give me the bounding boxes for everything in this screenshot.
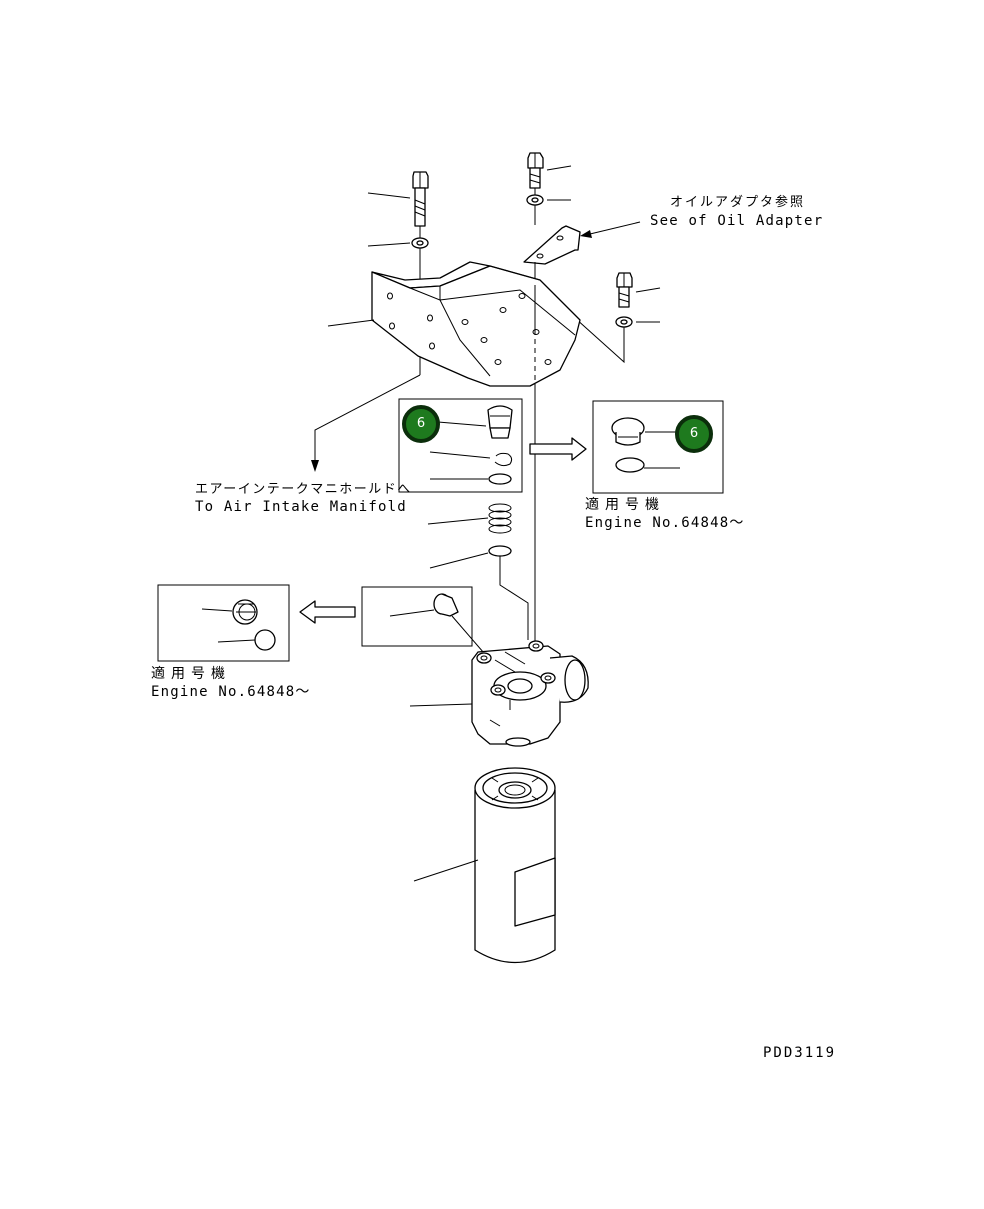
bolt-center [527, 152, 544, 189]
valve-disc [488, 545, 512, 557]
oil-adapter-label-en: See of Oil Adapter [650, 213, 824, 229]
oil-adapter-label-jp: オイルアダプタ参照 [670, 195, 806, 210]
plug-box-old [361, 586, 473, 647]
filter-cartridge [474, 767, 556, 964]
part-ref-badge-right: 6 [675, 415, 713, 453]
snap-ring [494, 452, 513, 467]
valve-parts-box-old [398, 398, 523, 493]
air-intake-label-jp: エアーインテークマニホールドへ [195, 482, 412, 497]
plug-box-new [157, 584, 290, 662]
o-ring-inset [488, 473, 512, 485]
washer-left [411, 237, 429, 249]
valve-plug [487, 405, 513, 439]
filter-head [471, 640, 589, 747]
applicable-label-right-jp: 適用号機 [585, 497, 665, 513]
valve-parts-box-new [592, 400, 724, 494]
valve-plug-new [611, 417, 645, 446]
drawing-number: PDD3119 [763, 1045, 837, 1061]
plug-old [433, 593, 459, 617]
o-ring-new [615, 457, 645, 473]
applicable-label-left-jp: 適用号機 [151, 666, 231, 682]
bolt-right [616, 272, 633, 308]
arrow-left [299, 600, 356, 624]
plug-new [232, 599, 258, 625]
oil-adapter-bracket [523, 225, 581, 265]
spring [488, 503, 512, 534]
arrow-right [529, 437, 587, 461]
part-ref-badge-left: 6 [402, 405, 440, 443]
mounting-bracket [371, 261, 581, 387]
o-ring-plug-new [254, 629, 276, 651]
engine-no-right: Engine No.64848～ [585, 515, 745, 531]
air-intake-label-en: To Air Intake Manifold [195, 499, 407, 515]
washer-center [526, 194, 544, 206]
engine-no-left: Engine No.64848～ [151, 684, 311, 700]
bolt-left [412, 171, 429, 227]
washer-right [615, 316, 633, 328]
